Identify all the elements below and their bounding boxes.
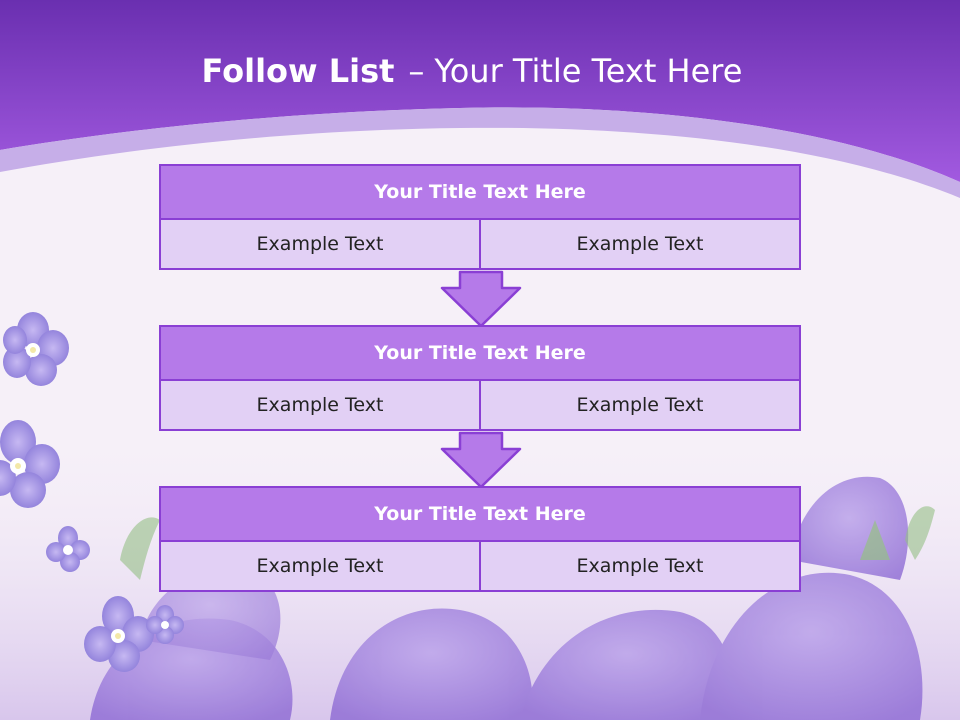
block-cell-right[interactable]: Example Text (481, 220, 801, 270)
slide-title-dash: – (408, 52, 425, 90)
slide-title: Follow List–Your Title Text Here (0, 52, 944, 90)
arrow-down-icon (440, 270, 522, 328)
slide-title-bold: Follow List (201, 52, 395, 90)
block-cell-right[interactable]: Example Text (481, 381, 801, 431)
block-cell-right[interactable]: Example Text (481, 542, 801, 592)
block-cell-left[interactable]: Example Text (159, 220, 481, 270)
block-title[interactable]: Your Title Text Here (159, 486, 801, 542)
list-block[interactable]: Your Title Text Here Example Text Exampl… (159, 164, 801, 270)
flower-icon (0, 312, 184, 672)
block-cell-left[interactable]: Example Text (159, 542, 481, 592)
list-block[interactable]: Your Title Text Here Example Text Exampl… (159, 325, 801, 431)
block-title[interactable]: Your Title Text Here (159, 325, 801, 381)
slide-title-rest: Your Title Text Here (434, 52, 743, 90)
arrow-down-icon (440, 431, 522, 489)
block-row: Example Text Example Text (159, 381, 801, 431)
block-row: Example Text Example Text (159, 542, 801, 592)
block-cell-left[interactable]: Example Text (159, 381, 481, 431)
list-block[interactable]: Your Title Text Here Example Text Exampl… (159, 486, 801, 592)
block-title[interactable]: Your Title Text Here (159, 164, 801, 220)
block-row: Example Text Example Text (159, 220, 801, 270)
